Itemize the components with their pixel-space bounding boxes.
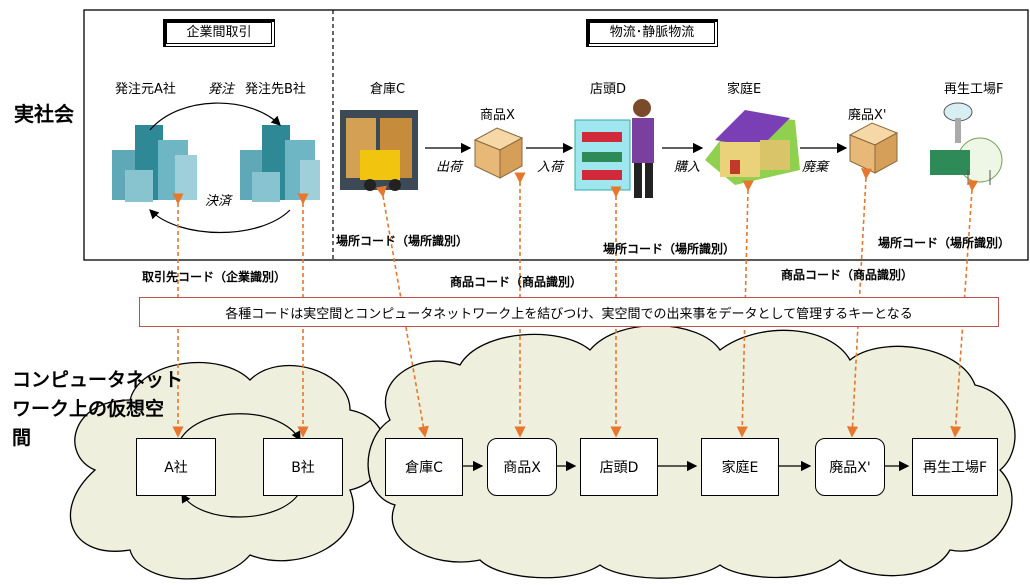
node-company-a: A社: [136, 438, 216, 496]
code-location-3: 場所コード（場所識別）: [878, 236, 1011, 250]
v-order-loop: [179, 413, 301, 442]
virtual-space-label-3: 間: [12, 427, 32, 449]
building-a-icon: [112, 125, 197, 202]
warehouse-icon: [340, 110, 418, 191]
label-supplier: 発注先B社: [245, 82, 306, 97]
code-location-2: 場所コード（場所識別）: [603, 242, 736, 256]
node-waste-x: 廃品X': [815, 438, 885, 496]
recycle-factory-icon: [930, 102, 1003, 185]
virtual-space-label-2: ワーク上の仮想空: [12, 398, 165, 420]
product-box-icon: [473, 127, 524, 179]
label-shop: 店頭D: [590, 82, 627, 97]
label-waste: 廃品X': [848, 108, 887, 123]
building-b-icon: [240, 125, 320, 202]
settlement-flow-arrow: [149, 209, 291, 233]
code-partner: 取引先コード（企業識別）: [142, 270, 287, 284]
node-recycle-f: 再生工場F: [912, 438, 998, 496]
label-warehouse: 倉庫C: [370, 82, 406, 97]
label-order: 発注: [208, 82, 235, 97]
label-buy: 購入: [674, 160, 701, 175]
label-receive: 入荷: [537, 160, 564, 175]
label-home: 家庭E: [727, 82, 762, 97]
label-recycle: 再生工場F: [944, 82, 1004, 97]
label-ship: 出荷: [436, 160, 463, 175]
code-product-1: 商品コード（商品識別）: [450, 275, 583, 289]
virtual-space-label-1: コンピュータネット: [12, 369, 184, 391]
node-company-b: B社: [263, 438, 343, 496]
house-icon: [705, 110, 800, 185]
link-f: [950, 180, 979, 438]
link-e: [736, 180, 754, 438]
label-settlement: 決済: [205, 194, 232, 209]
label-dispose: 廃棄: [802, 160, 829, 175]
explanation-note: 各種コードは実空間とコンピュータネットワーク上を結びつけ、実空間での出来事をデー…: [139, 297, 999, 327]
section-corporate: 企業間取引: [163, 19, 275, 47]
node-product-x: 商品X: [487, 438, 557, 496]
v-settlement-loop: [181, 491, 301, 518]
label-orderer: 発注元A社: [115, 82, 176, 97]
waste-box-icon: [848, 122, 899, 174]
node-home-e: 家庭E: [701, 438, 779, 496]
order-flow-arrow: [149, 102, 281, 131]
shop-icon: [574, 99, 654, 198]
node-shop-d: 店頭D: [580, 438, 658, 496]
section-logistics: 物流･静脈物流: [586, 19, 718, 47]
node-warehouse-c: 倉庫C: [385, 438, 463, 496]
code-product-2: 商品コード（商品識別）: [781, 268, 914, 282]
label-product-x: 商品X: [480, 108, 515, 123]
real-world-frame: [83, 9, 1029, 261]
real-world-label: 実社会: [14, 102, 74, 126]
code-location-1: 場所コード（場所識別）: [336, 234, 469, 248]
